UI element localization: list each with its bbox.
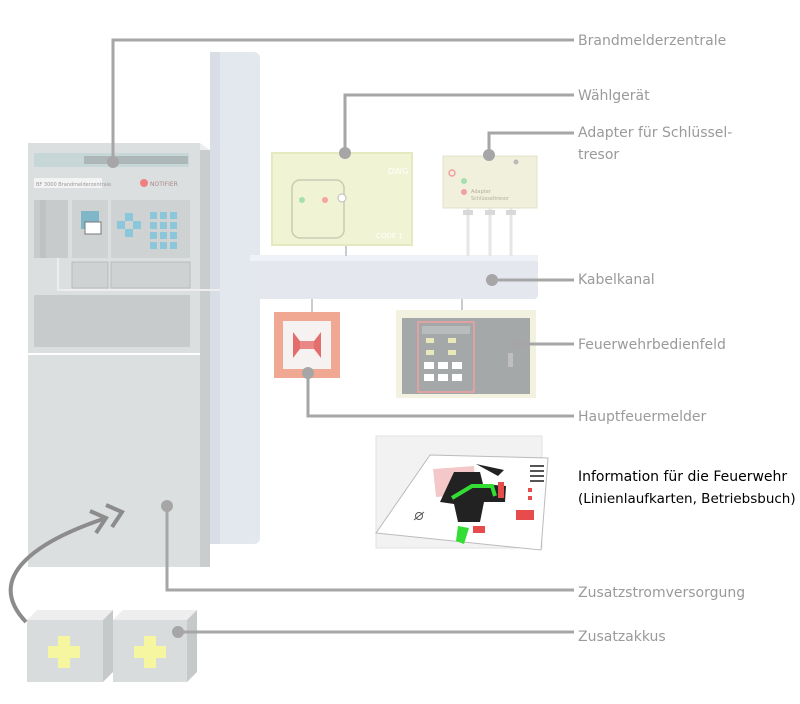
label-information-line2: (Linienlaufkarten, Betriebsbuch) (578, 491, 796, 507)
fire-brigade-panel-device (396, 310, 536, 398)
leader-lines (111, 38, 574, 634)
power-supply-cabinet (28, 350, 210, 567)
battery-right (113, 610, 197, 682)
dialer-device: DWG CODE 1 (271, 152, 413, 246)
adapter-text-2: Schlüsseltresor (471, 196, 510, 202)
panel-brand-text: NOTIFIER (150, 181, 178, 188)
label-information-line1: Information für die Feuerwehr (578, 469, 788, 485)
key-safe-adapter-device: Adapter Schlüsseltresor (442, 155, 538, 256)
label-zusatzstromversorgung: Zusatzstromversorgung (578, 585, 746, 601)
panel-plate-text: BF 3000 Brandmelderzentrale (36, 182, 111, 188)
label-adapter-line1: Adapter für Schlüssel- (578, 125, 733, 141)
leader-endpoints (107, 147, 522, 638)
label-hauptfeuermelder: Hauptfeuermelder (578, 409, 707, 425)
dialer-brand-text: DWG (388, 167, 408, 176)
fire-brigade-information-box (375, 435, 549, 551)
dialer-model-text: CODE 1 (376, 232, 403, 240)
label-adapter-line2: tresor (578, 147, 620, 163)
main-call-point-device (274, 312, 340, 378)
battery-connection-arrow (8, 503, 125, 624)
fire-alarm-control-panel: BF 3000 Brandmelderzentrale NOTIFIER (28, 143, 220, 353)
label-feuerwehrbedienfeld: Feuerwehrbedienfeld (578, 337, 726, 353)
vertical-cable-channel (210, 52, 260, 544)
label-zusatzakkus: Zusatzakkus (578, 629, 666, 645)
battery-left (27, 610, 113, 682)
adapter-text-1: Adapter (471, 189, 492, 195)
label-kabelkanal: Kabelkanal (578, 272, 655, 288)
label-brandmelderzentrale: Brandmelderzentrale (578, 33, 727, 49)
label-waehlgeraet: Wählgerät (578, 88, 650, 104)
